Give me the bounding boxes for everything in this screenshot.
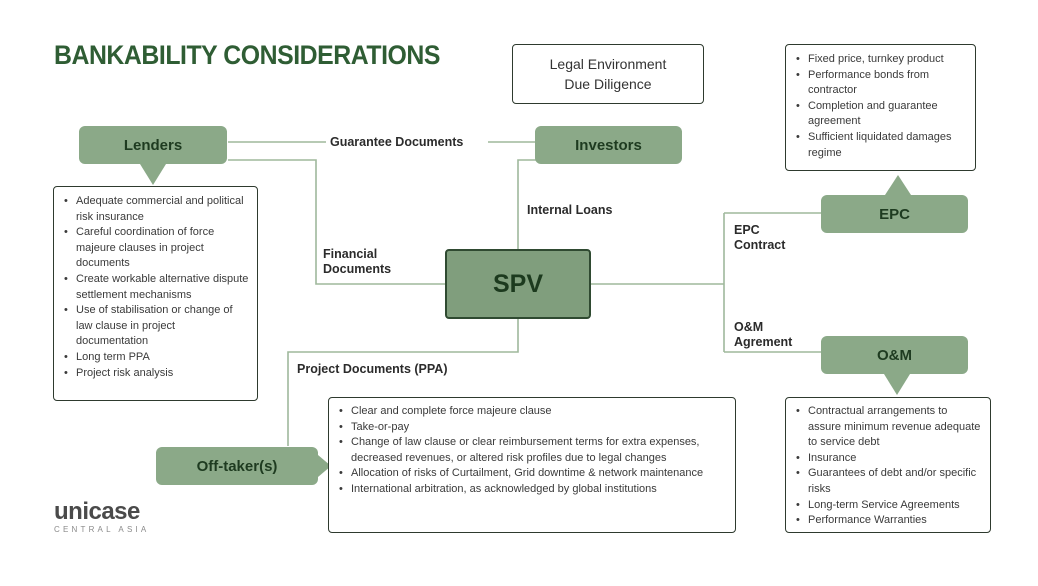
lenders-item: Adequate commercial and political risk i… [64, 194, 249, 225]
node-offtaker: Off-taker(s) [156, 447, 318, 485]
node-offtaker-label: Off-taker(s) [196, 457, 278, 475]
legal-line-2: Due Diligence [564, 76, 652, 92]
epc-pointer [885, 175, 911, 195]
unicase-logo: unicase CENTRAL ASIA [54, 498, 150, 535]
lenders-considerations-box: Adequate commercial and political risk i… [53, 186, 258, 401]
label-epc-line-1: EPC [734, 223, 760, 237]
offtaker-considerations-box: Clear and complete force majeure clause … [328, 397, 736, 533]
om-item: Contractual arrangements to assure minim… [796, 404, 982, 451]
node-epc-label: EPC [879, 205, 910, 223]
lenders-item: Long term PPA [64, 350, 249, 366]
lenders-item: Use of stabilisation or change of law cl… [64, 303, 249, 350]
om-item: Insurance [796, 451, 982, 467]
legal-environment-box: Legal Environment Due Diligence [512, 44, 704, 104]
node-om: O&M [821, 336, 968, 374]
om-item: Guarantees of debt and/or specific risks [796, 466, 982, 497]
lenders-item: Create workable alternative dispute sett… [64, 272, 249, 303]
offtaker-item: Clear and complete force majeure clause [339, 404, 727, 420]
om-considerations-box: Contractual arrangements to assure minim… [785, 397, 991, 533]
epc-considerations-box: Fixed price, turnkey product Performance… [785, 44, 976, 171]
node-om-label: O&M [877, 346, 912, 364]
offtaker-item: Take-or-pay [339, 420, 727, 436]
label-internal-loans: Internal Loans [527, 203, 613, 217]
epc-item: Sufficient liquidated damages regime [796, 130, 967, 161]
node-lenders-label: Lenders [123, 136, 183, 154]
node-investors-label: Investors [575, 136, 642, 154]
logo-subtitle: CENTRAL ASIA [54, 525, 150, 534]
legal-line-1: Legal Environment [549, 56, 667, 72]
label-guarantee-documents: Guarantee Documents [330, 135, 464, 149]
lenders-pointer [140, 164, 166, 185]
label-epc-line-2: Contract [734, 238, 786, 252]
label-financial-documents: Financial Documents [323, 247, 391, 277]
om-item: Long-term Service Agreements [796, 498, 982, 514]
om-pointer [884, 374, 910, 395]
epc-item: Completion and guarantee agreement [796, 99, 967, 130]
lenders-item: Careful coordination of force majeure cl… [64, 225, 249, 272]
page-title: BANKABILITY CONSIDERATIONS [54, 40, 440, 70]
label-financial-line-2: Documents [323, 262, 392, 276]
label-financial-line-1: Financial [323, 247, 378, 261]
line-financial [228, 159, 445, 285]
offtaker-pointer [318, 455, 331, 477]
label-om-line-1: O&M [734, 320, 764, 334]
offtaker-item: International arbitration, as acknowledg… [339, 482, 727, 498]
logo-wordmark: unicase [54, 498, 140, 525]
node-investors: Investors [535, 126, 682, 164]
epc-item: Fixed price, turnkey product [796, 52, 967, 68]
offtaker-item: Change of law clause or clear reimbursem… [339, 435, 727, 466]
label-epc-contract: EPC Contract [734, 223, 785, 253]
epc-item: Performance bonds from contractor [796, 68, 967, 99]
label-om-line-2: Agrement [734, 335, 793, 349]
line-internal-loans [517, 159, 536, 249]
offtaker-item: Allocation of risks of Curtailment, Grid… [339, 466, 727, 482]
node-lenders: Lenders [79, 126, 227, 164]
label-project-documents: Project Documents (PPA) [297, 362, 448, 376]
lenders-item: Project risk analysis [64, 366, 249, 382]
node-epc: EPC [821, 195, 968, 233]
label-om-agreement: O&M Agrement [734, 320, 792, 350]
line-project-docs [287, 319, 519, 446]
node-spv-label: SPV [492, 269, 544, 298]
node-spv: SPV [445, 249, 591, 319]
om-item: Performance Warranties [796, 513, 982, 529]
